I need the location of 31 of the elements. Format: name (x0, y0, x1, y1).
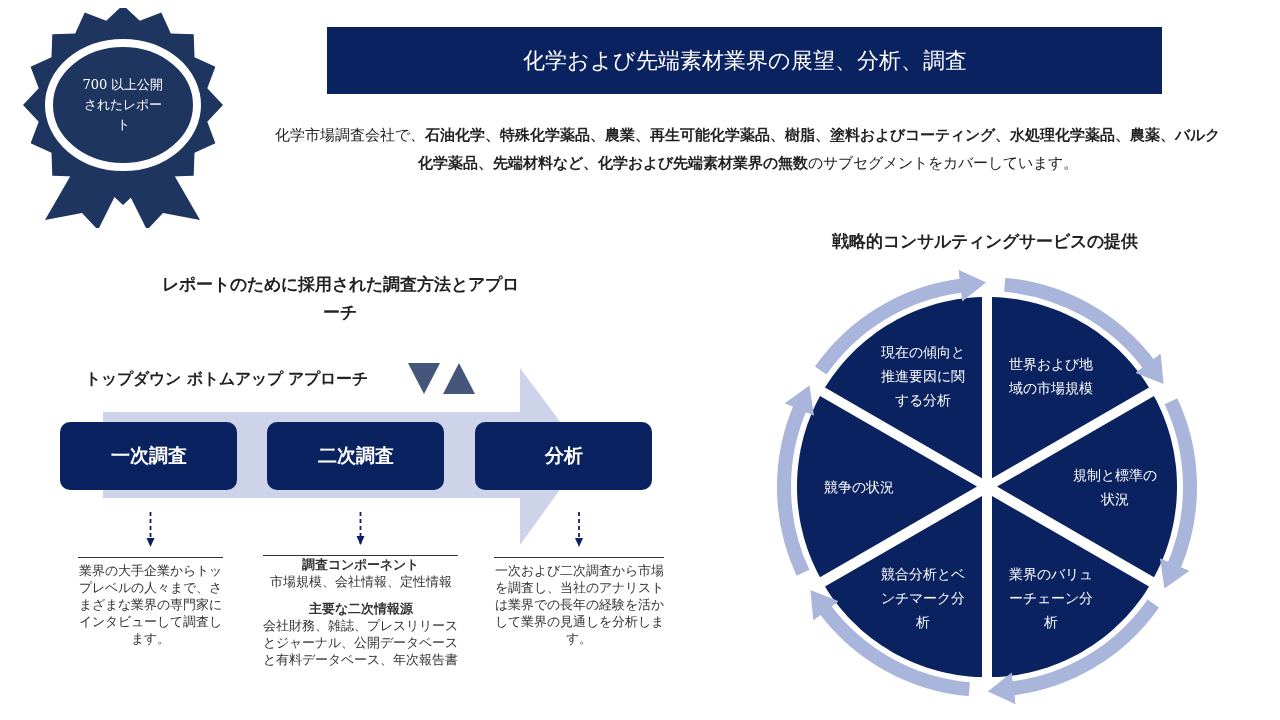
segment-label: 規制と標準の状況 (1072, 466, 1158, 509)
subheading: 調査コンポーネント (301, 556, 420, 573)
cycle-arrow (809, 590, 971, 697)
cycle-arrow (1003, 277, 1165, 384)
process-box: 一次調査 (60, 422, 237, 490)
intro-paragraph: 化学市場調査会社で、石油化学、特殊化学薬品、農業、再生可能化学薬品、樹脂、塗料およびコーティング、水処理化学薬品、農薬、バルク化学薬品、先端材料など、化学および先端素材業界の無数のサブセグメントをカバーしています。 (274, 125, 1221, 173)
section-heading: レポートのために採用された調査方法とアプローチ (160, 273, 520, 324)
title-banner: 化学および先端素材業界の展望、分析、調査 (327, 27, 1162, 94)
cycle-arrow (1159, 398, 1197, 589)
arrow (146, 511, 155, 547)
process-box: 二次調査 (267, 422, 444, 490)
description-text: 業界の大手企業からトップレベルの人々まで、さまざまな業界の専門家にインタビューして調査します。 (78, 557, 223, 647)
segment-label: 業界のバリューチェーン分析 (1008, 564, 1094, 632)
cycle-arrow (988, 599, 1159, 704)
description-text: 会社財務、雑誌、プレスリリースとジャーナル、公開データベースと有料データベース、年次報告書 (263, 617, 458, 668)
process-box: 分析 (475, 422, 652, 490)
arrow (356, 511, 365, 545)
segment-label: 競合分析とベンチマーク分析 (880, 564, 966, 632)
cycle-arrow (815, 270, 986, 375)
subheading: 主要な二次情報源 (307, 600, 414, 617)
section-heading: トップダウン ボトムアップ アプローチ (85, 369, 370, 390)
section-heading: 戦略的コンサルティングサービスの提供 (831, 230, 1139, 253)
badge-text: 700 以上公開されたレポート (81, 76, 165, 134)
cycle-arrow (777, 385, 815, 576)
segment-label: 世界および地域の市場規模 (1008, 355, 1094, 399)
segment-label: 競争の状況 (823, 478, 895, 497)
arrow (575, 511, 583, 547)
description-text: 一次および二次調査から市場を調査し、当社のアナリストは業界での長年の経験を活かして業界の見通しを分析します。 (494, 557, 664, 647)
text-block (263, 555, 458, 668)
segment-label: 現在の傾向と推進要因に関する分析 (880, 343, 966, 411)
description-text: 市場規模、会社情報、定性情報 (268, 573, 453, 590)
